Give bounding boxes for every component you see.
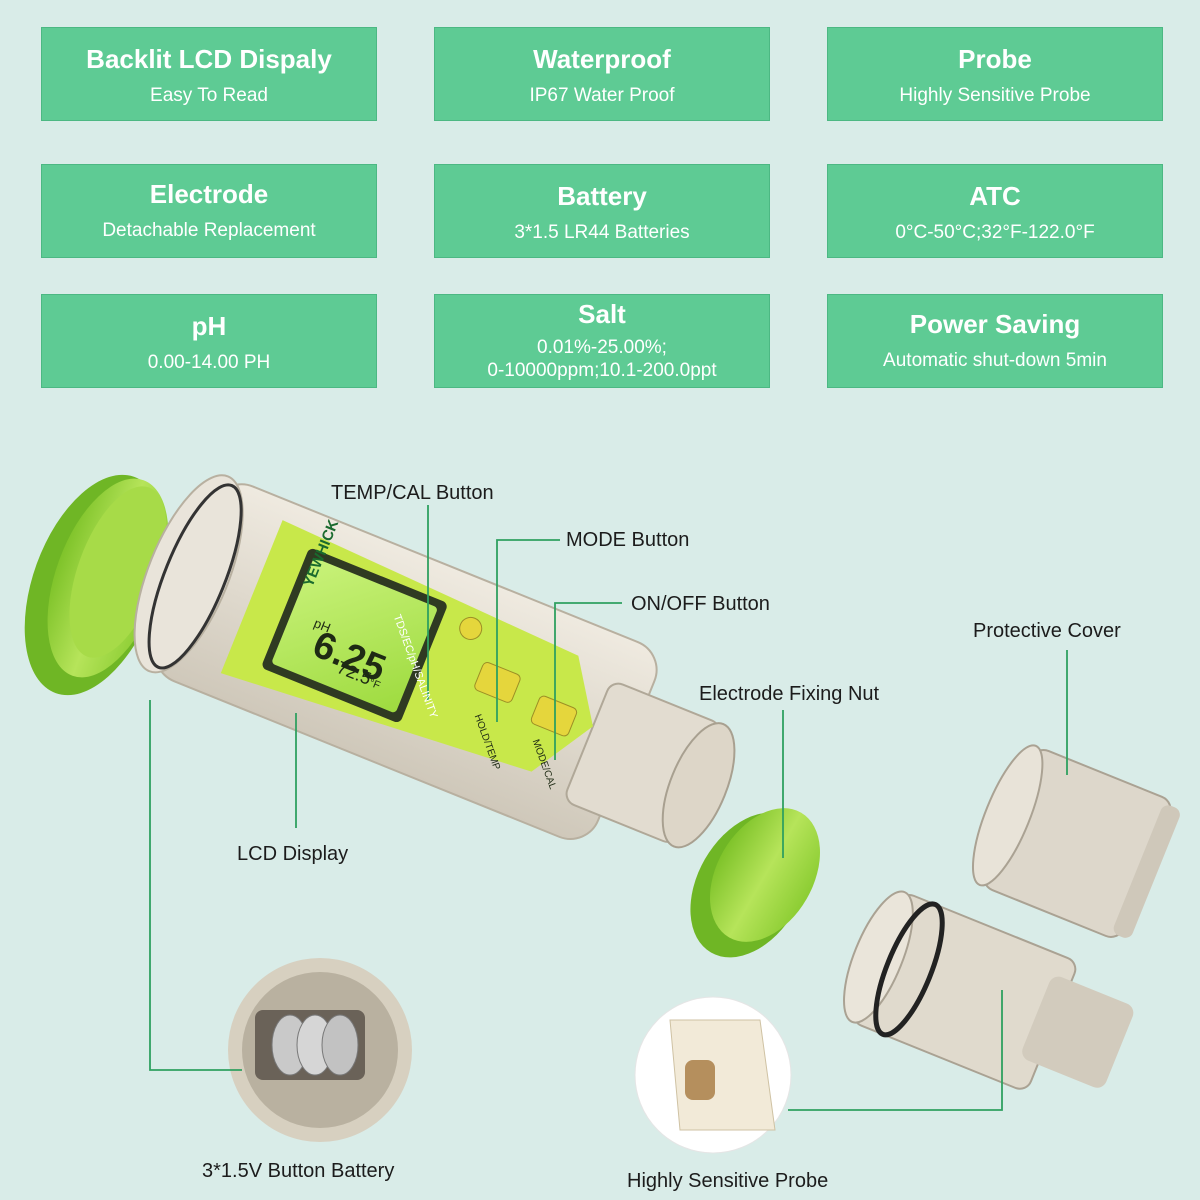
on-off-button-label: ON/OFF Button (631, 593, 770, 615)
on-off-line (554, 602, 622, 760)
feature-card-salt: Salt 0.01%-25.00%; 0-10000ppm;10.1-200.0… (434, 294, 770, 388)
feature-card-electrode: Electrode Detachable Replacement (41, 164, 377, 258)
feature-card-backlit: Backlit LCD Dispaly Easy To Read (41, 27, 377, 121)
feature-card-power-saving: Power Saving Automatic shut-down 5min (827, 294, 1163, 388)
feature-subtitle-2: 0-10000ppm;10.1-200.0ppt (487, 360, 717, 381)
feature-card-atc: ATC 0°C-50°C;32°F-122.0°F (827, 164, 1163, 258)
protective-cover (971, 744, 1180, 938)
feature-subtitle: Highly Sensitive Probe (899, 85, 1091, 106)
battery-label: 3*1.5V Button Battery (202, 1160, 395, 1182)
mode-line (496, 539, 560, 722)
callout-lines (149, 505, 1068, 1111)
feature-card-probe: Probe Highly Sensitive Probe (827, 27, 1163, 121)
feature-subtitle: Detachable Replacement (102, 220, 316, 241)
protective-cover-label: Protective Cover (973, 620, 1121, 642)
feature-subtitle: 0.00-14.00 PH (147, 352, 271, 373)
electrode-fixing-nut-label: Electrode Fixing Nut (699, 683, 880, 705)
feature-title: Waterproof (533, 44, 671, 74)
feature-card-ph: pH 0.00-14.00 PH (41, 294, 377, 388)
electrode-probe (843, 890, 1134, 1090)
probe-detail (634, 996, 792, 1154)
feature-subtitle: 0.01%-25.00%; (537, 337, 667, 358)
probe-label: Highly Sensitive Probe (627, 1170, 829, 1192)
probe-line (788, 990, 1003, 1111)
feature-title: pH (191, 311, 227, 341)
feature-card-waterproof: Waterproof IP67 Water Proof (434, 27, 770, 121)
feature-title: Backlit LCD Dispaly (86, 44, 332, 74)
feature-subtitle: Easy To Read (150, 85, 268, 106)
lcd-display-label: LCD Display (237, 843, 349, 865)
feature-subtitle: Automatic shut-down 5min (883, 350, 1107, 371)
electrode-fixing-nut (690, 808, 820, 958)
feature-title: Probe (958, 44, 1032, 74)
feature-card-battery: Battery 3*1.5 LR44 Batteries (434, 164, 770, 258)
feature-subtitle: 0°C-50°C;32°F-122.0°F (895, 222, 1095, 243)
feature-title: Power Saving (909, 309, 1081, 339)
feature-title: Battery (557, 181, 647, 211)
meter-body (133, 474, 736, 849)
battery-compartment (228, 958, 412, 1142)
feature-title: ATC (969, 181, 1021, 211)
feature-subtitle: 3*1.5 LR44 Batteries (514, 222, 690, 243)
temp-cal-button-label: TEMP/CAL Button (331, 482, 494, 504)
battery-line (149, 700, 242, 1071)
feature-title: Electrode (149, 179, 269, 209)
feature-title: Salt (578, 299, 626, 329)
feature-subtitle: IP67 Water Proof (529, 85, 675, 106)
mode-button-label: MODE Button (566, 529, 690, 551)
